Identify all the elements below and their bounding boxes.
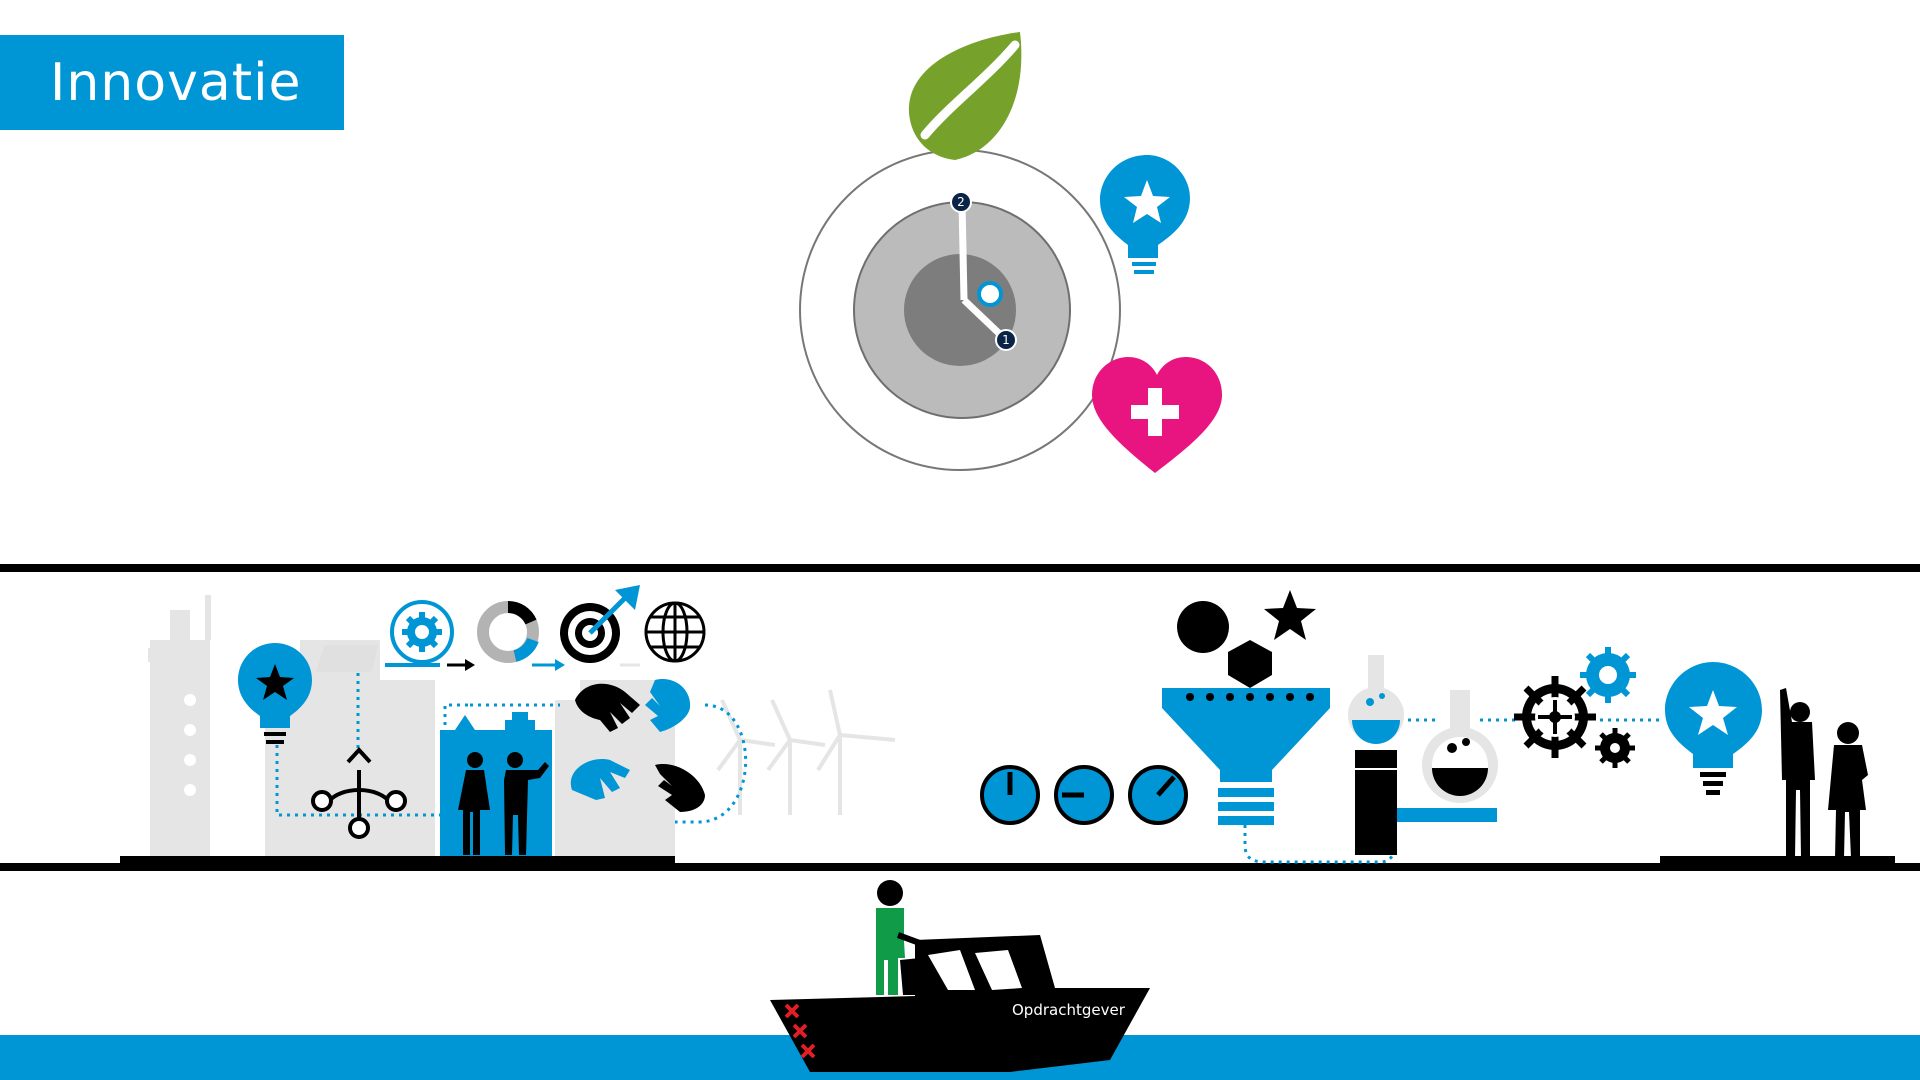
lightbulb-star-icon [1100,155,1190,274]
funnel-icon [1162,688,1330,825]
gear-cycle-icon [385,600,475,671]
gears-icon [1514,647,1636,768]
ground-right [1660,856,1895,866]
band-top-line [0,564,1920,572]
svg-text:2: 2 [957,195,965,209]
star-icon [1264,590,1316,640]
clock-marker-1: 1 [995,329,1017,351]
branching-arrow-icon [311,747,407,839]
flask-icon [1348,655,1498,855]
ground-left [120,856,675,866]
people-icon [1780,688,1868,858]
target-arrow-icon [560,585,640,667]
solar-panel-icon [316,645,378,672]
clock-marker-2: 2 [950,191,972,213]
globe-icon [644,601,706,663]
handshake-icon [570,679,705,812]
amsterdam-flag-marks [784,1003,816,1059]
band-bottom-line [0,863,1920,871]
lightbulb-star-icon [1665,662,1762,795]
buildings-blue [440,712,552,860]
wind-turbine-icon [716,689,896,815]
heart-plus-icon [1092,357,1222,473]
people-icon [458,752,549,855]
page-title: Innovatie [0,35,344,130]
boat-label: Opdrachtgever [1012,1001,1126,1019]
donut-progress-icon [477,600,565,671]
shapes-icon [1177,590,1316,688]
boat-icon: Opdrachtgever [770,880,1150,1072]
clock-icon: 2 1 [799,149,1121,471]
lightbulb-star-icon [238,643,312,744]
hexagon-icon [1228,640,1272,688]
svg-text:1: 1 [1002,333,1010,347]
leaf-icon [908,32,1022,160]
dial-icon [980,765,1188,825]
